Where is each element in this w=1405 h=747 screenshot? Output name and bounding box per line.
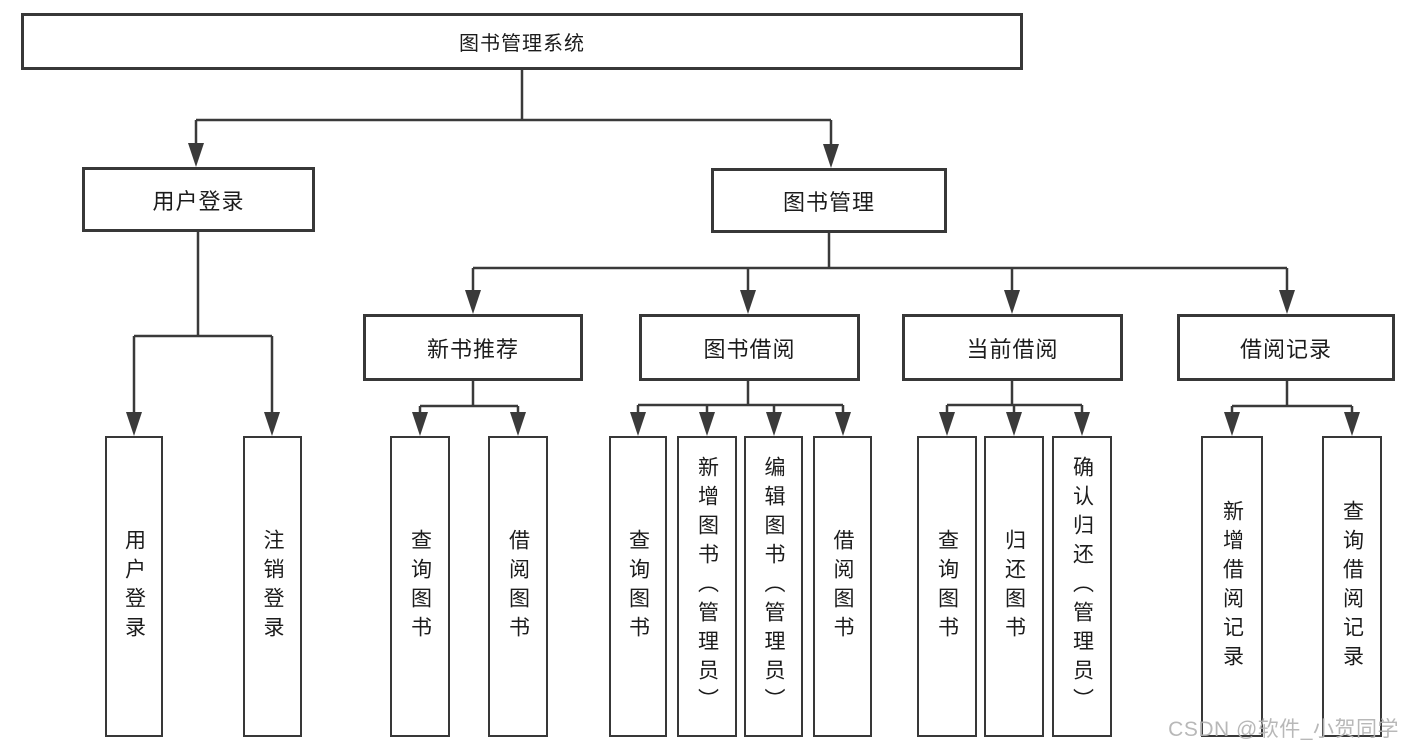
arrow-down-icon xyxy=(1224,412,1240,436)
arrow-down-icon xyxy=(939,412,955,436)
leaf-records-add-borrow-record: 新增借阅记录 xyxy=(1201,436,1263,737)
arrow-down-icon xyxy=(188,143,204,167)
connector-new-book-recommend xyxy=(418,381,520,417)
arrow-down-icon xyxy=(1006,412,1022,436)
connector-root xyxy=(194,70,833,149)
leaf-logout-login: 注销登录 xyxy=(243,436,302,737)
arrow-down-icon xyxy=(264,412,280,436)
arrow-down-icon xyxy=(1344,412,1360,436)
node-borrow-records: 借阅记录 xyxy=(1177,314,1395,381)
arrow-down-icon xyxy=(412,412,428,436)
arrow-down-icon xyxy=(465,290,481,314)
leaf-user-login: 用户登录 xyxy=(105,436,163,737)
node-user-login-branch: 用户登录 xyxy=(82,167,315,232)
csdn-watermark: CSDN @软件_小贺同学 xyxy=(1168,718,1399,741)
node-book-management: 图书管理 xyxy=(711,168,947,233)
connector-current-borrow xyxy=(945,381,1084,417)
arrow-down-icon xyxy=(740,290,756,314)
connector-user-login xyxy=(132,232,274,417)
connector-borrow-records xyxy=(1230,381,1354,417)
arrow-down-icon xyxy=(823,144,839,168)
node-new-book-recommend: 新书推荐 xyxy=(363,314,583,381)
leaf-current-confirm-return-admin: 确认归还（管理员） xyxy=(1052,436,1112,737)
connector-book-management xyxy=(471,233,1289,295)
arrow-down-icon xyxy=(699,412,715,436)
arrow-down-icon xyxy=(766,412,782,436)
leaf-borrow-query-books: 查询图书 xyxy=(609,436,667,737)
node-current-borrow: 当前借阅 xyxy=(902,314,1123,381)
arrow-down-icon xyxy=(510,412,526,436)
arrow-down-icon xyxy=(126,412,142,436)
leaf-current-query-books: 查询图书 xyxy=(917,436,977,737)
arrow-down-icon xyxy=(630,412,646,436)
arrow-down-icon xyxy=(1279,290,1295,314)
leaf-borrow-add-books-admin: 新增图书（管理员） xyxy=(677,436,737,737)
leaf-recommend-query-books: 查询图书 xyxy=(390,436,450,737)
leaf-current-return-books: 归还图书 xyxy=(984,436,1044,737)
leaf-recommend-borrow-books: 借阅图书 xyxy=(488,436,548,737)
leaf-borrow-borrow-books: 借阅图书 xyxy=(813,436,872,737)
arrow-down-icon xyxy=(1074,412,1090,436)
arrow-down-icon xyxy=(1004,290,1020,314)
connector-book-borrow xyxy=(636,381,845,417)
node-root-system: 图书管理系统 xyxy=(21,13,1023,70)
arrow-down-icon xyxy=(835,412,851,436)
node-book-borrow: 图书借阅 xyxy=(639,314,860,381)
leaf-borrow-edit-books-admin: 编辑图书（管理员） xyxy=(744,436,803,737)
leaf-records-query-borrow-record: 查询借阅记录 xyxy=(1322,436,1382,737)
